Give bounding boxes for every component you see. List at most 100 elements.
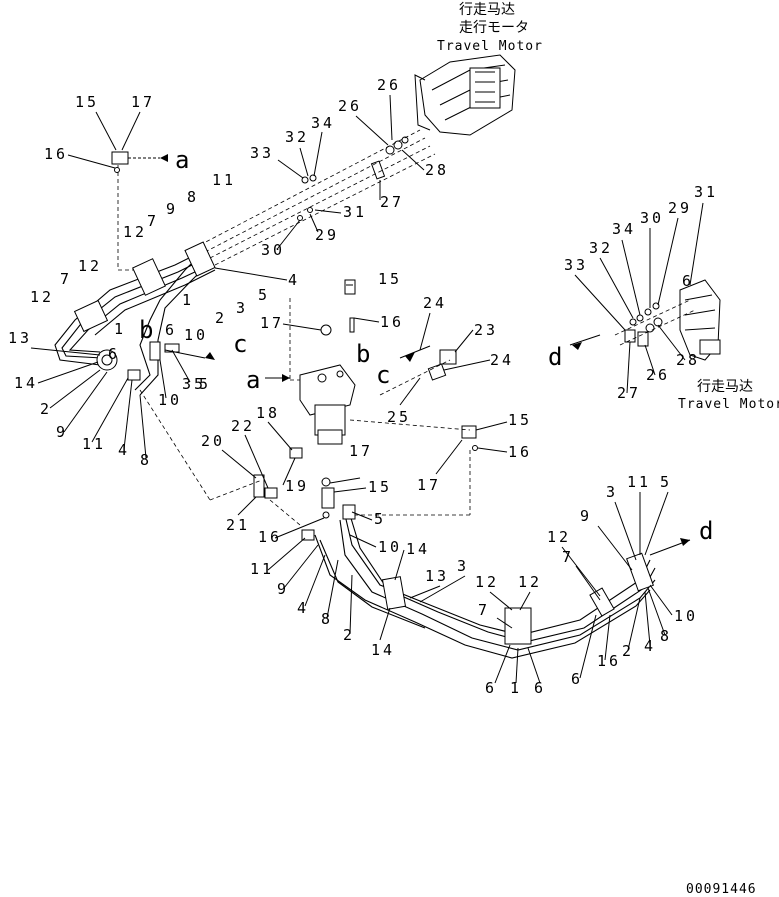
callout-1-top: 1 xyxy=(182,291,194,309)
callout-6-left: 6 xyxy=(108,345,120,363)
callout-12-top: 12 xyxy=(123,223,147,241)
arrow-letter-b-left: b xyxy=(139,316,153,344)
callout-18: 18 xyxy=(256,404,280,422)
callout-19: 19 xyxy=(285,477,309,495)
callout-6-top: 6 xyxy=(165,321,177,339)
callout-30-right: 30 xyxy=(640,209,664,227)
callout-32-right: 32 xyxy=(589,239,613,257)
callout-9-right: 9 xyxy=(580,507,592,525)
arrow-letter-b-center: b xyxy=(356,340,370,368)
callout-4-left: 4 xyxy=(118,441,130,459)
callout-21: 21 xyxy=(226,516,250,534)
callout-2-left: 2 xyxy=(40,400,52,418)
callout-26-top: 26 xyxy=(377,76,401,94)
callout-35-left: 35 xyxy=(182,375,206,393)
callout-10-top: 10 xyxy=(184,326,208,344)
right-caption-en: Travel Motor xyxy=(678,397,779,412)
callout-10-left: 10 xyxy=(158,391,182,409)
arrows xyxy=(164,334,691,556)
callout-7-right: 7 xyxy=(562,548,574,566)
callout-16-mid: 16 xyxy=(258,528,282,546)
callout-24-top: 24 xyxy=(423,294,447,312)
callout-15-center-top: 15 xyxy=(378,270,402,288)
callout-12-left2: 12 xyxy=(30,288,54,306)
callout-30-top: 30 xyxy=(261,241,285,259)
callout-3-bottom: 3 xyxy=(457,557,469,575)
callouts: 15 17 16 33 32 34 26 26 28 27 31 29 30 1… xyxy=(8,76,718,697)
callout-1-left: 1 xyxy=(114,320,126,338)
callout-34: 34 xyxy=(311,114,335,132)
callout-9-mid: 9 xyxy=(277,580,289,598)
travel-motor-top xyxy=(414,54,516,136)
callout-34-right: 34 xyxy=(612,220,636,238)
callout-14-mid: 14 xyxy=(406,540,430,558)
callout-26-mid: 26 xyxy=(338,97,362,115)
callout-16-center-top: 16 xyxy=(380,313,404,331)
callout-2-mid: 2 xyxy=(343,626,355,644)
arrow-letter-d-bottom: d xyxy=(699,517,713,545)
travel-motor-right xyxy=(614,279,721,361)
callout-16: 16 xyxy=(44,145,68,163)
callout-4-top: 4 xyxy=(288,271,300,289)
arrow-letter-a-center: a xyxy=(246,366,260,394)
center-fittings xyxy=(253,279,478,519)
callout-3-top: 3 xyxy=(236,299,248,317)
bottom-hose-group xyxy=(301,504,656,659)
right-caption-cn: 行走马达 xyxy=(697,379,753,395)
callout-17-center: 17 xyxy=(260,314,284,332)
callout-11-left: 11 xyxy=(82,435,106,453)
callout-28-top: 28 xyxy=(425,161,449,179)
callout-13-left: 13 xyxy=(8,329,32,347)
callout-31-right: 31 xyxy=(694,183,718,201)
callout-32: 32 xyxy=(285,128,309,146)
callout-17-mid: 17 xyxy=(349,442,373,460)
callout-12-right: 12 xyxy=(547,528,571,546)
callout-33-right: 33 xyxy=(564,256,588,274)
callout-1-bottom: 1 xyxy=(510,679,522,697)
callout-15: 15 xyxy=(75,93,99,111)
drawing-id: 00091446 xyxy=(686,882,757,897)
callout-14-left: 14 xyxy=(14,374,38,392)
callout-6-right: 6 xyxy=(571,670,583,688)
callout-15-mid: 15 xyxy=(368,478,392,496)
callout-25: 25 xyxy=(387,408,411,426)
callout-26-right: 26 xyxy=(646,366,670,384)
callout-5-top: 5 xyxy=(258,286,270,304)
callout-5-left: 5 xyxy=(199,375,211,393)
arrow-letter-c-left: c xyxy=(233,330,247,358)
callout-24-mid: 24 xyxy=(490,351,514,369)
callout-17-right: 17 xyxy=(417,476,441,494)
callout-20: 20 xyxy=(201,432,225,450)
callout-10-right: 10 xyxy=(674,607,698,625)
callout-7-top: 7 xyxy=(147,212,159,230)
callout-12-left: 12 xyxy=(78,257,102,275)
callout-2-right: 2 xyxy=(622,642,634,660)
top-caption-jp: 走行モータ xyxy=(459,20,529,36)
callout-6-right-motor: 6 xyxy=(682,272,694,290)
callout-8-top: 8 xyxy=(187,188,199,206)
callout-3-right: 3 xyxy=(606,483,618,501)
callout-22: 22 xyxy=(231,417,255,435)
callout-16-right-bottom: 16 xyxy=(597,652,621,670)
arrow-letter-d-right: d xyxy=(548,343,562,371)
callout-9-left: 9 xyxy=(56,423,68,441)
callout-8-left: 8 xyxy=(140,451,152,469)
callout-31-top: 31 xyxy=(343,203,367,221)
callout-11-mid: 11 xyxy=(250,560,274,578)
callout-6-bottom2: 6 xyxy=(534,679,546,697)
callout-14-bottom: 14 xyxy=(371,641,395,659)
swivel-joint xyxy=(299,364,356,445)
fitting-15-17-top-left xyxy=(111,151,168,173)
callout-5-mid: 5 xyxy=(374,510,386,528)
callout-16-right: 16 xyxy=(508,443,532,461)
callout-7-left: 7 xyxy=(60,270,72,288)
callout-27-top: 27 xyxy=(380,193,404,211)
callout-17: 17 xyxy=(131,93,155,111)
top-caption-cn: 行走马达 xyxy=(459,2,515,18)
callout-10-mid: 10 xyxy=(378,538,402,556)
callout-11-top: 11 xyxy=(212,171,236,189)
callout-15-right: 15 xyxy=(508,411,532,429)
leader-lines xyxy=(30,94,704,684)
top-caption-en: Travel Motor xyxy=(437,39,543,54)
